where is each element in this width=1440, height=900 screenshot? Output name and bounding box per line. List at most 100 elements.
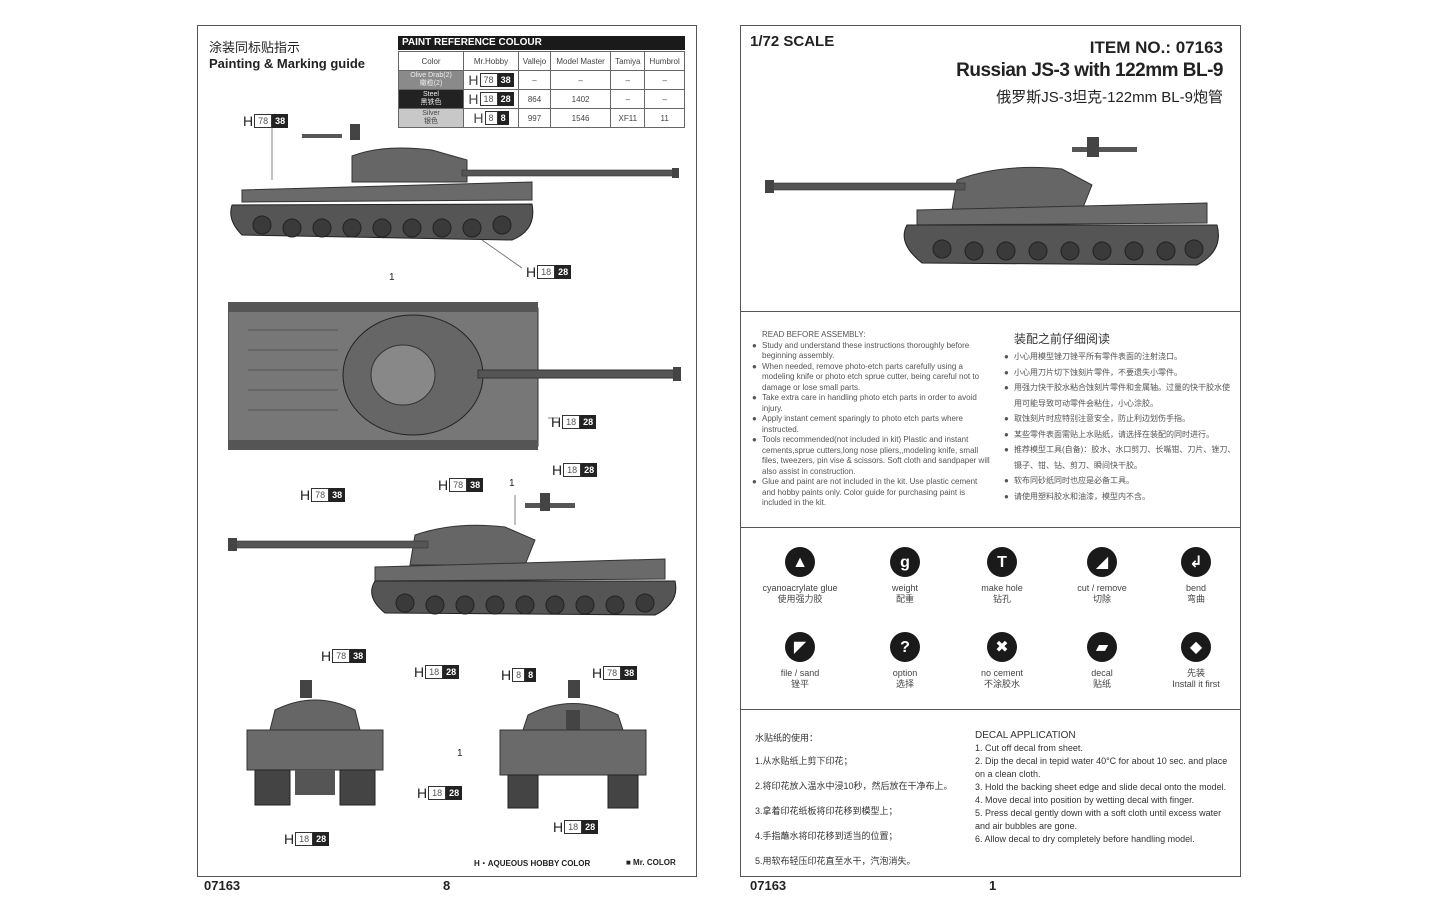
right-page-code: 07163 xyxy=(750,878,787,893)
read-item: ●Study and understand these instructions… xyxy=(752,340,970,361)
scale-label: 1/72 SCALE xyxy=(750,33,835,50)
read-before-assembly-en: READ BEFORE ASSEMBLY: ●Study and underst… xyxy=(752,330,992,509)
model-title-en: Russian JS-3 with 122mm BL-9 xyxy=(956,60,1223,81)
paint-tamiya-cell: XF11 xyxy=(610,108,646,128)
decal-cn-step: 4.手指蘸水将印花移到适当的位置； xyxy=(755,831,898,841)
bend-icon: ↲ xyxy=(1181,547,1211,577)
painting-guide-title-cn: 涂装同标贴指示 xyxy=(209,40,301,55)
weight-icon: g xyxy=(890,547,920,577)
right-page-panel xyxy=(740,25,1241,877)
decal-cn-step: 3.拿着印花纸板将印花移到模型上； xyxy=(755,806,898,816)
read-item: ●Glue and paint are not included in the … xyxy=(752,477,978,507)
decal-icon: ▰ xyxy=(1087,632,1117,662)
no-cement-icon: ✖ xyxy=(987,632,1017,662)
divider xyxy=(741,311,1240,312)
tank-side-view-left xyxy=(228,493,677,616)
painting-guide-title-en: Painting & Marking guide xyxy=(209,56,366,71)
decal-en-title: DECAL APPLICATION xyxy=(975,730,1076,741)
read-item-cn: ●请使用塑料胶水和油漆，模型内不含。 xyxy=(1004,491,1150,501)
paint-header-cell: Humbrol xyxy=(644,51,685,71)
install-first-icon: ◆ xyxy=(1181,632,1211,662)
paint-header-cell: Tamiya xyxy=(610,51,646,71)
tank-side-view-right xyxy=(230,120,679,269)
paint-humbrol-cell: 11 xyxy=(644,108,685,128)
paint-header-cell: Mr.Hobby xyxy=(463,51,519,71)
paint-table-header-row: Color Mr.Hobby Vallejo Model Master Tami… xyxy=(398,51,685,71)
divider xyxy=(741,527,1240,528)
marker-number: 1 xyxy=(457,748,463,759)
paint-humbrol-cell: – xyxy=(644,70,685,90)
tank-rear-view xyxy=(246,680,384,806)
paint-legend-aqueous: H・AQUEOUS HOBBY COLOR xyxy=(474,859,591,868)
paint-vallejo-cell: – xyxy=(518,70,551,90)
item-number: ITEM NO.: 07163 xyxy=(1089,38,1223,57)
left-page-number: 8 xyxy=(443,878,451,893)
paint-reference-table: Color Mr.Hobby Vallejo Model Master Tami… xyxy=(398,51,685,128)
decal-cn-step: 5.用软布轻压印花直至水干，汽泡消失。 xyxy=(755,856,916,866)
read-item: ●Tools recommended(not included in kit) … xyxy=(752,435,990,476)
read-item-cn: ●用强力快干胶水粘合蚀刻片零件和金属轴。过量的快干胶水使用可能导致可动零件会粘住… xyxy=(1004,383,1230,408)
paint-tamiya-cell: – xyxy=(610,89,646,109)
read-item: ●When needed, remove photo-etch parts ca… xyxy=(752,361,980,392)
decal-en-step: 3. Hold the backing sheet edge and slide… xyxy=(975,782,1227,792)
paint-legend-mrcolor: ■ Mr. COLOR xyxy=(626,858,676,867)
paint-mm-cell: – xyxy=(549,70,612,90)
tank-box-illustration xyxy=(765,137,1219,266)
read-item: ●Apply instant cement sparingly to photo… xyxy=(752,414,963,434)
paint-color-cell: Steel 黑铁色 xyxy=(398,89,464,109)
paint-tamiya-cell: – xyxy=(610,70,646,90)
read-item-cn: ●小心用模型锉刀锉平所有零件表面的注射浇口。 xyxy=(1004,352,1182,361)
paint-mm-cell: 1546 xyxy=(549,108,612,128)
model-title-cn: 俄罗斯JS-3坦克-122mm BL-9炮管 xyxy=(996,89,1223,106)
read-item-cn: ●某些零件表面需贴上水贴纸，请选择在装配的同时进行。 xyxy=(1004,429,1214,439)
tank-top-view xyxy=(228,302,681,450)
marker-number: 1 xyxy=(509,478,515,489)
paint-color-cell: Olive Drab(2) 橄榄(2) xyxy=(398,70,464,90)
right-page-number: 1 xyxy=(989,878,997,893)
file-icon: ◤ xyxy=(785,632,815,662)
read-item-cn: ●小心用刀片切下蚀刻片零件，不要遗失小零件。 xyxy=(1004,367,1182,377)
paint-header-cell: Color xyxy=(398,51,464,71)
paint-color-cell: Silver 银色 xyxy=(398,108,464,128)
paint-header-cell: Model Master xyxy=(549,51,612,71)
paint-header-cell: Vallejo xyxy=(518,51,551,71)
marker-number: 1 xyxy=(389,272,395,283)
read-before-assembly-cn: 装配之前仔细阅读 ●小心用模型锉刀锉平所有零件表面的注射浇口。 ●小心用刀片切下… xyxy=(1004,330,1236,504)
read-item-cn: ●取蚀刻片时应特别注意安全，防止利边划伤手指。 xyxy=(1004,414,1190,423)
read-title-cn: 装配之前仔细阅读 xyxy=(1014,332,1111,346)
decal-en-step: 2. Dip the decal in tepid water 40°C for… xyxy=(975,756,1228,779)
decal-en-step: 6. Allow decal to dry completely before … xyxy=(975,834,1195,844)
read-item-cn: ●推荐模型工具(自备)：胶水、水口剪刀、长嘴钳、刀片、锉刀、镊子、钳、钻、剪刀、… xyxy=(1004,445,1236,470)
decal-cn-step: 2.将印花放入温水中浸10秒，然后放在干净布上。 xyxy=(755,781,953,791)
paint-reference-title: PAINT REFERENCE COLOUR xyxy=(402,37,542,48)
read-title: READ BEFORE ASSEMBLY: xyxy=(762,330,866,339)
read-item-cn: ●软布同砂纸同时也应是必备工具。 xyxy=(1004,476,1134,485)
divider xyxy=(741,709,1240,710)
read-item: ●Take extra care in handling photo etch … xyxy=(752,393,977,413)
